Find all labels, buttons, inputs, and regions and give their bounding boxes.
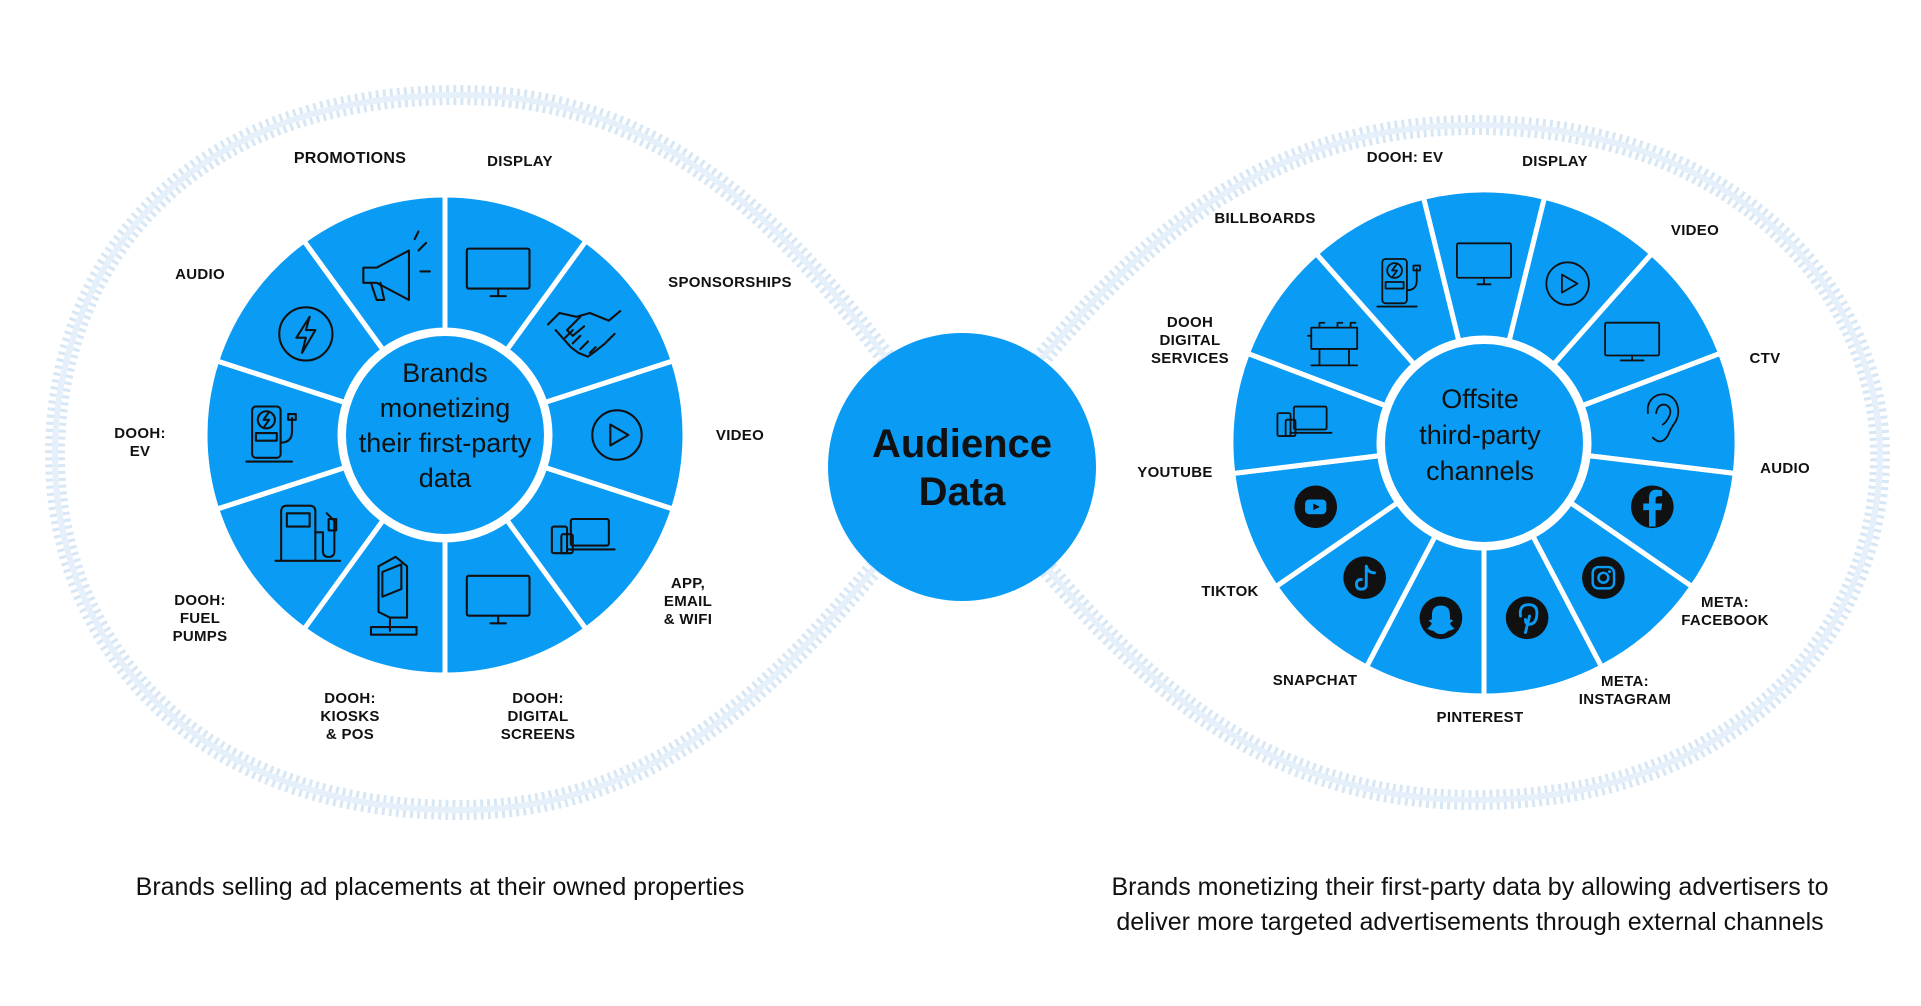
left-label-dooh-digital-screens: DOOH: DIGITAL SCREENS [500,690,576,743]
kiosk-icon [369,555,418,636]
youtube-icon [1294,485,1338,529]
right-label-dooh-ev: DOOH: EV [1366,149,1444,166]
play-button-icon [591,409,643,461]
right-label-video: VIDEO [1670,222,1720,239]
pinterest-icon [1505,596,1549,640]
left-caption: Brands selling ad placements at their ow… [135,873,745,901]
wheel-segment [503,237,677,406]
ear-icon [1646,393,1680,443]
audience-data-label: Audience Data [871,422,1053,514]
right-wheel-center-text: Offsite third-party channels [1419,384,1541,486]
right-wheel [1228,187,1740,699]
right-label-display: DISPLAY [1522,153,1588,170]
ev-charger-icon [245,405,297,463]
left-label-audio: AUDIO [175,266,225,283]
left-label-sponsorships: SPONSORSHIPS [668,274,792,291]
wheel-hub [1379,338,1589,548]
tv-icon [1604,321,1661,362]
wheel-hub [340,330,550,540]
snapchat-icon [1419,596,1463,640]
instagram-icon [1582,556,1625,600]
right-label-meta-instagram: META: INSTAGRAM [1578,673,1672,708]
tiktok-icon [1343,556,1386,600]
monitor-icon [1456,242,1512,286]
audience-data-node [828,333,1096,601]
right-label-dooh-digital-services: DOOH DIGITAL SERVICES [1151,314,1229,367]
left-wheel [202,192,688,678]
handshake-icon [547,310,622,358]
devices-icon [1276,405,1333,437]
left-label-video: VIDEO [715,427,765,444]
megaphone-icon [362,230,431,301]
lightning-bolt-icon [278,306,334,362]
left-label-display: DISPLAY [487,153,553,170]
right-label-ctv: CTV [1749,350,1781,367]
left-label-dooh-ev: DOOH: EV [114,425,166,460]
left-label-promotions: PROMOTIONS [293,150,407,167]
right-label-audio: AUDIO [1760,460,1810,477]
ev-charger-icon [1376,258,1421,308]
right-label-snapchat: SNAPCHAT [1272,672,1358,689]
left-label-dooh-kiosks-pos: DOOH: KIOSKS & POS [320,690,380,743]
left-label-dooh-fuel-pumps: DOOH: FUEL PUMPS [172,592,228,645]
right-label-tiktok: TIKTOK [1201,583,1259,600]
right-label-pinterest: PINTEREST [1436,709,1524,726]
billboard-icon [1307,321,1359,367]
left-label-app-email-wifi: APP, EMAIL & WIFI [663,575,713,628]
right-label-billboards: BILLBOARDS [1214,210,1316,227]
facebook-icon [1630,485,1674,529]
devices-icon [550,517,616,555]
monitor-icon [465,574,531,625]
right-label-youtube: YOUTUBE [1137,464,1213,481]
monitor-icon [465,247,531,298]
fuel-pump-icon [274,504,342,562]
play-button-icon [1545,261,1590,306]
left-wheel-center-text: Brands monetizing their first-party data [358,358,532,493]
right-caption: Brands monetizing their first-party data… [1111,873,1829,936]
right-label-meta-facebook: META: FACEBOOK [1681,594,1769,629]
